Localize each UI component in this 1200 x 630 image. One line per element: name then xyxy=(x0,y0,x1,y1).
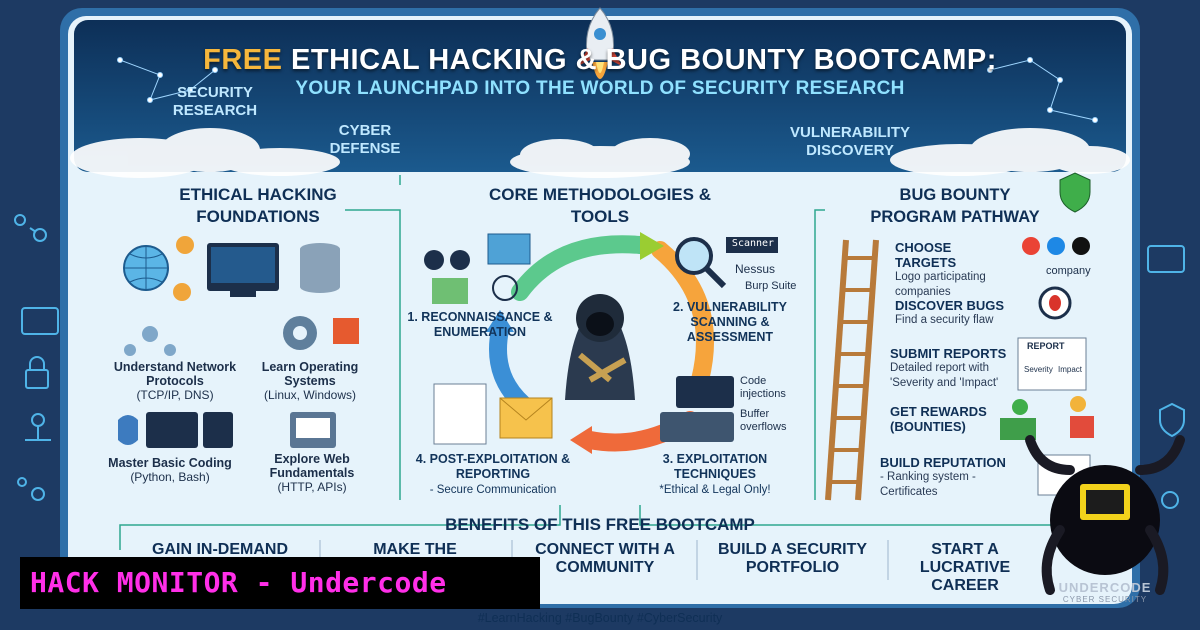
bb-step-build-reputation: BUILD REPUTATION - Ranking system - Cert… xyxy=(880,455,1015,500)
foundation-web-label: Explore Web Fundamentals xyxy=(269,452,355,480)
ladder-icon xyxy=(825,239,879,501)
tool-scanner: Scanner xyxy=(731,238,775,249)
bb-step-submit-reports-label: SUBMIT REPORTS xyxy=(890,346,1007,361)
benefit-career: START A LUCRATIVE CAREER xyxy=(919,541,1011,594)
tag-vulnerability-discovery: VULNERABILITY DISCOVERY xyxy=(790,124,910,159)
foundation-coding-label: Master Basic Coding xyxy=(108,456,232,470)
hacker-icon xyxy=(565,294,635,400)
foundation-os: Learn Operating Systems (Linux, Windows) xyxy=(255,360,365,402)
company-logo-text: company xyxy=(1046,265,1091,277)
tool-burp-suite: Burp Suite xyxy=(745,280,797,292)
title-accent: FREE xyxy=(203,44,283,76)
bb-step-submit-reports-sub: Detailed report with 'Severity and 'Impa… xyxy=(890,362,999,389)
bb-step-build-reputation-label: BUILD REPUTATION xyxy=(880,455,1006,470)
company-logos xyxy=(1022,237,1090,255)
bug-bounty-icons xyxy=(825,172,1094,501)
report-title: REPORT xyxy=(1027,341,1065,351)
foundation-web: Explore Web Fundamentals (HTTP, APIs) xyxy=(262,452,362,494)
step-reconnaissance: 1. RECONNAISSANCE & ENUMERATION xyxy=(407,310,553,339)
foundation-web-sub: (HTTP, APIs) xyxy=(277,480,347,494)
exploit-note-buffer-overflows: Buffer overflows xyxy=(740,408,787,433)
tool-nessus: Nessus xyxy=(735,262,776,276)
methodologies-title: CORE METHODOLOGIES & TOOLS xyxy=(489,185,711,226)
title-text: ETHICAL HACKING & BUG BOUNTY BOOTCAMP: xyxy=(291,44,997,76)
foundation-coding: Master Basic Coding (Python, Bash) xyxy=(100,456,240,484)
step-post-exploitation-label: 4. POST-EXPLOITATION & REPORTING xyxy=(415,452,571,481)
page-title: FREE ETHICAL HACKING & BUG BOUNTY BOOTCA… xyxy=(0,44,1200,77)
bb-step-discover-bugs-label: DISCOVER BUGS xyxy=(895,298,1005,313)
bb-step-choose-targets: CHOOSE TARGETS Logo participating compan… xyxy=(895,240,1015,300)
step-exploitation-sub: *Ethical & Legal Only! xyxy=(659,484,771,496)
foundation-network-sub: (TCP/IP, DNS) xyxy=(136,388,214,402)
bb-step-submit-reports: SUBMIT REPORTS Detailed report with 'Sev… xyxy=(890,346,1015,391)
benefit-make-the: MAKE THE xyxy=(373,541,457,558)
bb-step-discover-bugs: DISCOVER BUGS Find a security flaw xyxy=(895,298,1020,328)
hack-monitor-label: HACK MONITOR - Undercode xyxy=(20,557,540,609)
step-post-exploitation-sub: - Secure Communication xyxy=(429,484,557,496)
benefit-in-demand: GAIN IN-DEMAND xyxy=(152,541,288,558)
constellations xyxy=(117,57,1098,123)
side-decorations xyxy=(14,214,1185,509)
foundation-coding-sub: (Python, Bash) xyxy=(130,470,210,484)
bb-step-discover-bugs-sub: Find a security flaw xyxy=(895,314,994,326)
report-severity: Severity xyxy=(1024,365,1053,374)
bug-bounty-title: BUG BOUNTY PROGRAM PATHWAY xyxy=(870,186,1040,226)
benefit-portfolio: BUILD A SECURITY PORTFOLIO xyxy=(717,541,868,576)
foundation-os-sub: (Linux, Windows) xyxy=(263,388,357,402)
foundation-network: Understand Network Protocols (TCP/IP, DN… xyxy=(100,360,250,402)
undercode-logo-text: UNDERCODE xyxy=(1058,580,1152,595)
foundations-icons xyxy=(118,236,359,448)
header-banner xyxy=(74,20,1126,172)
benefits-title: BENEFITS OF THIS FREE BOOTCAMP xyxy=(445,515,755,534)
report-impact: Impact xyxy=(1058,365,1083,374)
methodology-icons xyxy=(424,233,778,445)
clouds xyxy=(70,128,1130,178)
undercode-logo xyxy=(1025,435,1185,595)
rocket-icon xyxy=(578,7,622,79)
bb-step-choose-targets-label: CHOOSE TARGETS xyxy=(895,240,957,270)
bb-step-choose-targets-sub: Logo participating companies xyxy=(895,271,986,298)
step-vulnerability-scanning: 2. VULNERABILITY SCANNING & ASSESSMENT xyxy=(673,300,787,344)
page-subtitle: YOUR LAUNCHPAD INTO THE WORLD OF SECURIT… xyxy=(295,78,905,99)
step-exploitation-label: 3. EXPLOITATION TECHNIQUES xyxy=(662,452,768,481)
hashtags: #LearnHacking #BugBounty #CyberSecurity xyxy=(477,611,723,625)
tag-cyber-defense: CYBER DEFENSE xyxy=(329,122,401,157)
step-exploitation: 3. EXPLOITATION TECHNIQUES *Ethical & Le… xyxy=(640,452,790,498)
bb-step-build-reputation-sub: - Ranking system - Certificates xyxy=(880,471,976,498)
tag-security-research: SECURITY RESEARCH xyxy=(172,84,258,119)
undercode-logo-sub: CYBER SECURITY xyxy=(1062,595,1148,604)
benefit-community: CONNECT WITH A COMMUNITY xyxy=(535,541,675,576)
bb-step-get-rewards: GET REWARDS (BOUNTIES) xyxy=(890,404,987,434)
step-post-exploitation: 4. POST-EXPLOITATION & REPORTING - Secur… xyxy=(408,452,578,498)
foundations-title: ETHICAL HACKING FOUNDATIONS xyxy=(179,185,337,226)
foundation-os-label: Learn Operating Systems xyxy=(261,360,359,388)
foundation-network-label: Understand Network Protocols xyxy=(113,360,237,388)
exploit-note-code-injections: Code injections xyxy=(740,375,786,400)
